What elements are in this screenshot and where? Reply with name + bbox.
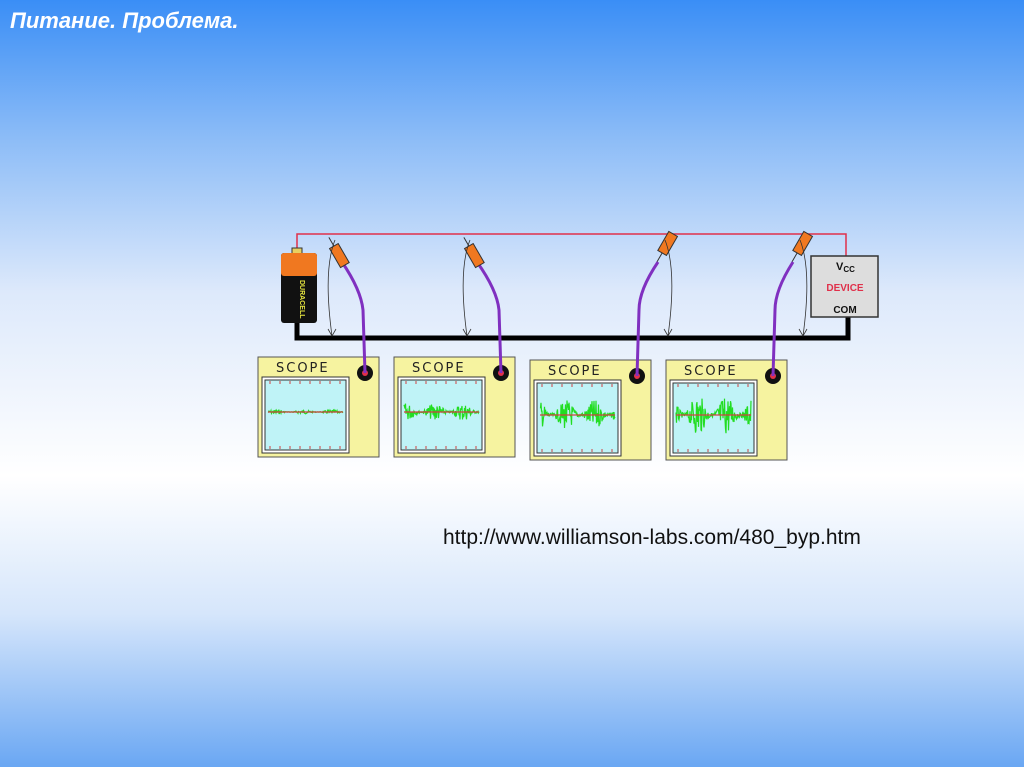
slide-title: Питание. Проблема. <box>10 8 239 33</box>
probe-icon <box>791 230 814 262</box>
scope-1: SCOPE <box>257 237 380 458</box>
scope-2: SCOPE <box>393 237 516 458</box>
probe-cable <box>340 261 367 374</box>
ground-clip <box>664 239 673 337</box>
source-link[interactable]: http://www.williamson-labs.com/480_byp.h… <box>443 526 861 549</box>
probe-icon <box>328 237 350 269</box>
battery-label: DURACELL <box>298 280 305 319</box>
probe-icon <box>463 237 485 269</box>
device-label: DEVICE <box>826 283 864 294</box>
probe-icon <box>656 230 679 262</box>
scope-3: SCOPE <box>529 230 679 461</box>
ground-clip <box>462 239 471 337</box>
probe-cable <box>771 261 795 377</box>
device-vcc-sub: CC <box>843 265 855 274</box>
battery-icon: DURACELL <box>281 247 317 323</box>
scope-label: SCOPE <box>684 364 738 379</box>
ground-clip <box>799 239 808 337</box>
device-vcc: V <box>836 261 844 273</box>
scope-label: SCOPE <box>548 364 602 379</box>
ground-bus <box>294 317 851 341</box>
svg-text:VCC: VCC <box>836 261 855 274</box>
probe-cable <box>635 261 660 377</box>
vcc-wire <box>296 233 847 256</box>
scope-label: SCOPE <box>276 361 330 376</box>
signal-trace <box>539 400 616 429</box>
probe-cable <box>475 261 503 374</box>
scope-label: SCOPE <box>412 361 466 376</box>
device-com: COM <box>833 305 856 316</box>
scope-4: SCOPE <box>665 230 814 461</box>
device-box: VCC DEVICE COM <box>810 255 879 318</box>
ground-clip <box>327 239 336 337</box>
